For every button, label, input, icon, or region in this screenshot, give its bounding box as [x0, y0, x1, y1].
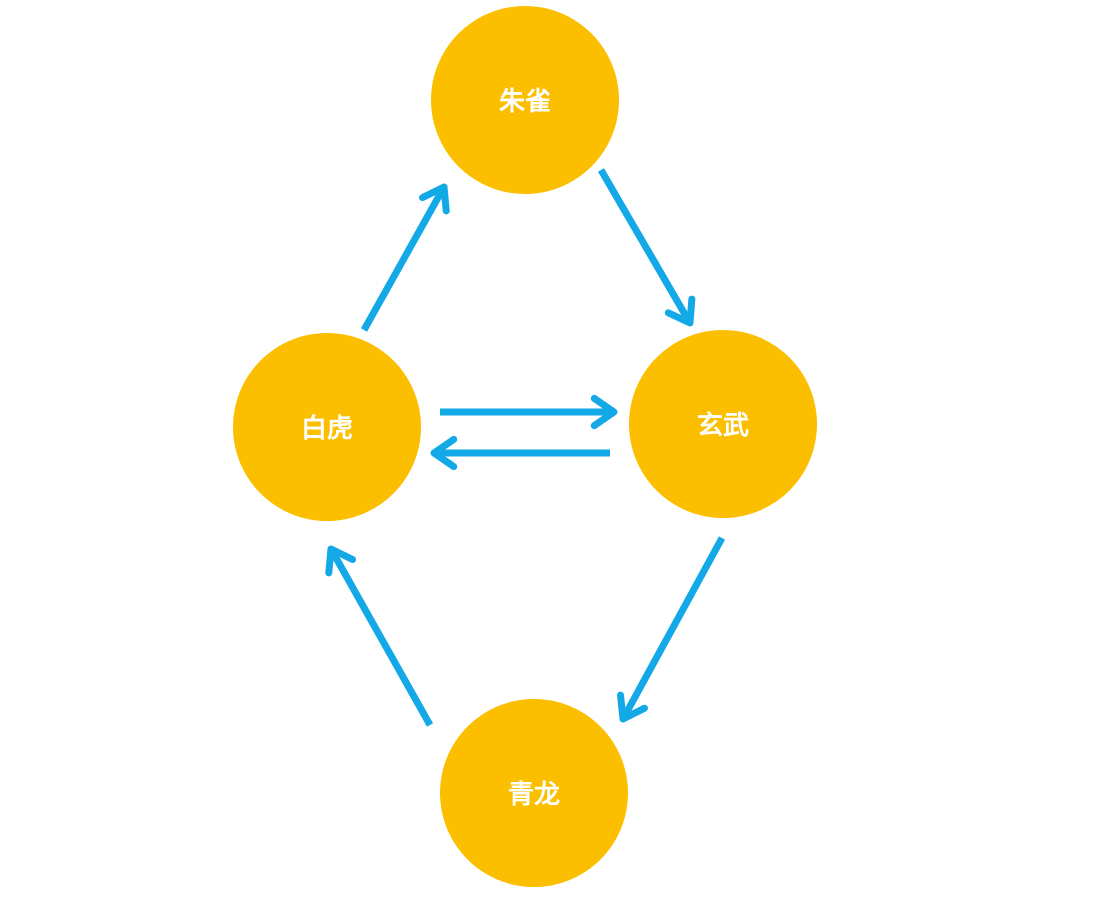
arrow-head [590, 394, 618, 430]
edges-layer [325, 168, 726, 727]
arrow-head [325, 545, 357, 577]
node-zhuque-circle [431, 6, 619, 194]
node-baihu-circle [233, 333, 421, 521]
arrow-shaft [360, 185, 448, 332]
node-qinglong-circle [440, 699, 628, 887]
node-zhuque-label: 朱雀 [499, 87, 551, 117]
node-qinglong-label: 青龙 [508, 780, 560, 810]
node-xuanwu: 玄武 [629, 330, 817, 518]
arrow-baihu-to-zhuque [360, 183, 450, 332]
arrow-head [418, 183, 450, 215]
arrow-zhuque-to-xuanwu [597, 168, 696, 327]
arrow-xuanwu-to-qinglong [617, 536, 726, 723]
node-baihu-label: 白虎 [301, 413, 353, 444]
node-xuanwu-circle [629, 330, 817, 518]
arrow-xuanwu-to-baihu [430, 435, 610, 471]
node-qinglong: 青龙 [440, 699, 628, 887]
arrow-head [430, 435, 458, 471]
arrow-baihu-to-xuanwu [440, 394, 618, 430]
arrow-shaft [327, 547, 434, 727]
node-xuanwu-label: 玄武 [697, 410, 749, 441]
arrow-head [664, 295, 696, 327]
arrow-shaft [597, 168, 694, 325]
node-baihu: 白虎 [233, 333, 421, 521]
arrow-shaft [619, 536, 726, 721]
arrow-head [617, 691, 648, 723]
arrow-qinglong-to-baihu [325, 545, 434, 727]
node-zhuque: 朱雀 [431, 6, 619, 194]
